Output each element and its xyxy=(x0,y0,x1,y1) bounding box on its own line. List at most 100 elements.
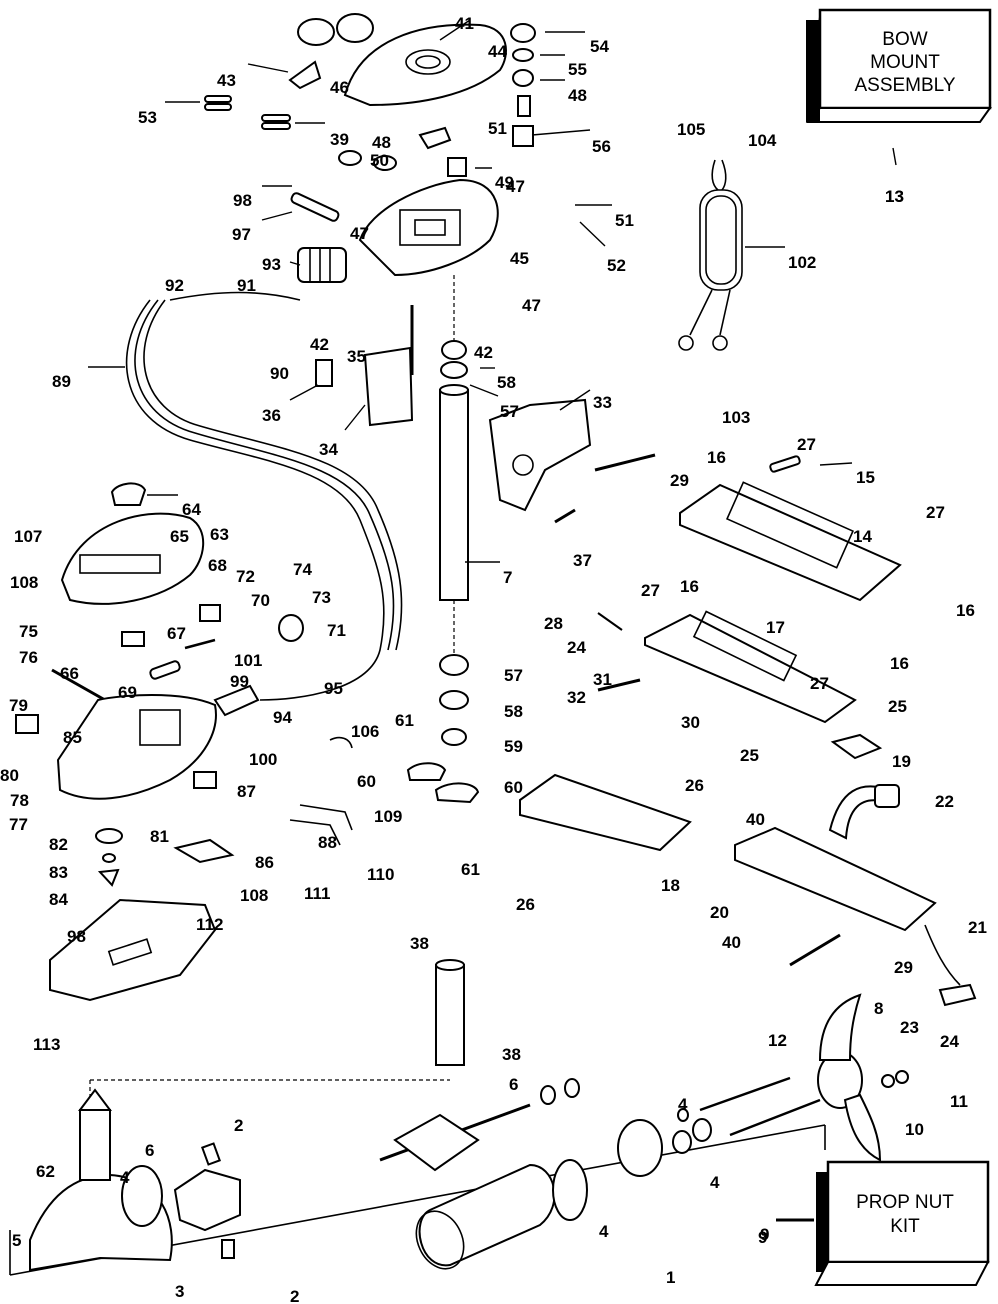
part-number-label: 10 xyxy=(905,1120,924,1139)
part-number-label: 51 xyxy=(488,119,507,138)
part-number-label: 36 xyxy=(262,406,281,425)
part-number-label: 73 xyxy=(312,588,331,607)
part-number-label: 27 xyxy=(641,581,660,600)
part-number-label: 6 xyxy=(509,1075,518,1094)
part-number-label: 56 xyxy=(592,137,611,156)
part-number-label: 79 xyxy=(9,696,28,715)
part-number-label: 110 xyxy=(367,865,394,884)
cover-plate-part xyxy=(49,898,217,1002)
part-number-label: 91 xyxy=(237,276,256,295)
part-number-label: 40 xyxy=(722,933,741,952)
leader-lines xyxy=(88,19,853,563)
cap-part xyxy=(336,13,374,43)
part-number-label: 44 xyxy=(488,42,507,61)
part-number-label: 22 xyxy=(935,792,954,811)
foot-pedal-base-part xyxy=(56,694,217,800)
prop-nut-kit-box[interactable]: PROP NUT KIT xyxy=(814,1160,990,1286)
part-number-label: 3 xyxy=(175,1282,184,1301)
plate-part xyxy=(519,773,692,852)
box-ref-number: 13 xyxy=(885,187,904,206)
part-number-label: 21 xyxy=(968,918,987,937)
part-number-label: 2 xyxy=(290,1287,299,1304)
coil-part xyxy=(297,247,347,283)
part-number-label: 60 xyxy=(504,778,523,797)
part-number-label: 38 xyxy=(410,934,429,953)
part-number-label: 61 xyxy=(395,711,414,730)
part-number-label: 106 xyxy=(351,722,379,741)
cap-part xyxy=(297,18,335,46)
part-number-label: 69 xyxy=(118,683,137,702)
part-number-label: 18 xyxy=(661,876,680,895)
bow-mount-assembly-box[interactable]: BOW MOUNT ASSEMBLY xyxy=(805,8,992,123)
part-number-label: 62 xyxy=(36,1162,55,1181)
part-number-label: 54 xyxy=(590,37,609,56)
coil-cord-part xyxy=(678,159,743,351)
part-number-label: 33 xyxy=(593,393,612,412)
part-number-label: 4 xyxy=(678,1095,688,1114)
part-number-label: 9 xyxy=(760,1225,769,1244)
part-number-label: 43 xyxy=(217,71,236,90)
part-number-label: 98 xyxy=(67,927,86,946)
switch-part xyxy=(15,714,39,734)
box-text-line-1: PROP NUT xyxy=(856,1192,954,1213)
part-number-label: 104 xyxy=(748,131,777,150)
part-number-label: 68 xyxy=(208,556,227,575)
part-number-label: 71 xyxy=(327,621,346,640)
part-number-label: 20 xyxy=(710,903,729,922)
part-number-label: 6 xyxy=(145,1141,154,1160)
propeller-part xyxy=(817,993,882,1162)
part-number-label: 52 xyxy=(607,256,626,275)
part-number-label: 109 xyxy=(374,807,402,826)
part-number-label: 87 xyxy=(237,782,256,801)
shaft-part xyxy=(439,384,469,601)
part-number-label: 28 xyxy=(544,614,563,633)
part-number-label: 17 xyxy=(766,618,785,637)
part-number-label: 85 xyxy=(63,728,82,747)
lower-rail-part xyxy=(644,610,857,724)
part-number-label: 27 xyxy=(926,503,945,522)
part-number-label: 29 xyxy=(670,471,689,490)
part-number-label: 25 xyxy=(888,697,907,716)
part-number-label: 16 xyxy=(680,577,699,596)
brush-housing-part xyxy=(173,1168,241,1232)
part-number-label: 88 xyxy=(318,833,337,852)
part-number-label: 66 xyxy=(60,664,79,683)
part-number-label: 7 xyxy=(503,568,512,587)
part-number-label: 63 xyxy=(210,525,229,544)
part-number-label: 5 xyxy=(12,1231,21,1250)
part-number-label: 38 xyxy=(502,1045,521,1064)
part-number-label: 58 xyxy=(504,702,523,721)
part-number-label: 2 xyxy=(234,1116,243,1135)
part-number-label: 64 xyxy=(182,500,201,519)
motor-can-part xyxy=(415,1163,556,1270)
part-number-label: 59 xyxy=(504,737,523,756)
clip-part xyxy=(288,60,322,90)
part-number-label: 53 xyxy=(138,108,157,127)
part-number-label: 77 xyxy=(9,815,28,834)
box-text-line-3: ASSEMBLY xyxy=(854,75,955,96)
part-number-label: 29 xyxy=(894,958,913,977)
part-number-label: 39 xyxy=(330,130,349,149)
box-text-line-1: BOW xyxy=(882,29,927,50)
part-number-label: 47 xyxy=(506,177,525,196)
part-number-label: 95 xyxy=(324,679,343,698)
part-number-label: 99 xyxy=(230,672,249,691)
part-number-label: 11 xyxy=(950,1092,968,1111)
part-number-label: 74 xyxy=(293,560,312,579)
part-number-label: 26 xyxy=(685,776,704,795)
part-number-label: 65 xyxy=(170,527,189,546)
part-number-label: 45 xyxy=(510,249,529,268)
part-number-label: 61 xyxy=(461,860,480,879)
part-number-label: 16 xyxy=(956,601,975,620)
part-number-label: 34 xyxy=(319,440,338,459)
part-number-label: 48 xyxy=(372,133,391,152)
part-number-label: 58 xyxy=(497,373,516,392)
part-number-label: 90 xyxy=(270,364,289,383)
upper-rail-part xyxy=(679,481,902,602)
part-number-label: 51 xyxy=(615,211,634,230)
part-number-label: 12 xyxy=(768,1031,787,1050)
part-number-label: 1 xyxy=(666,1268,675,1287)
part-number-label: 103 xyxy=(722,408,750,427)
